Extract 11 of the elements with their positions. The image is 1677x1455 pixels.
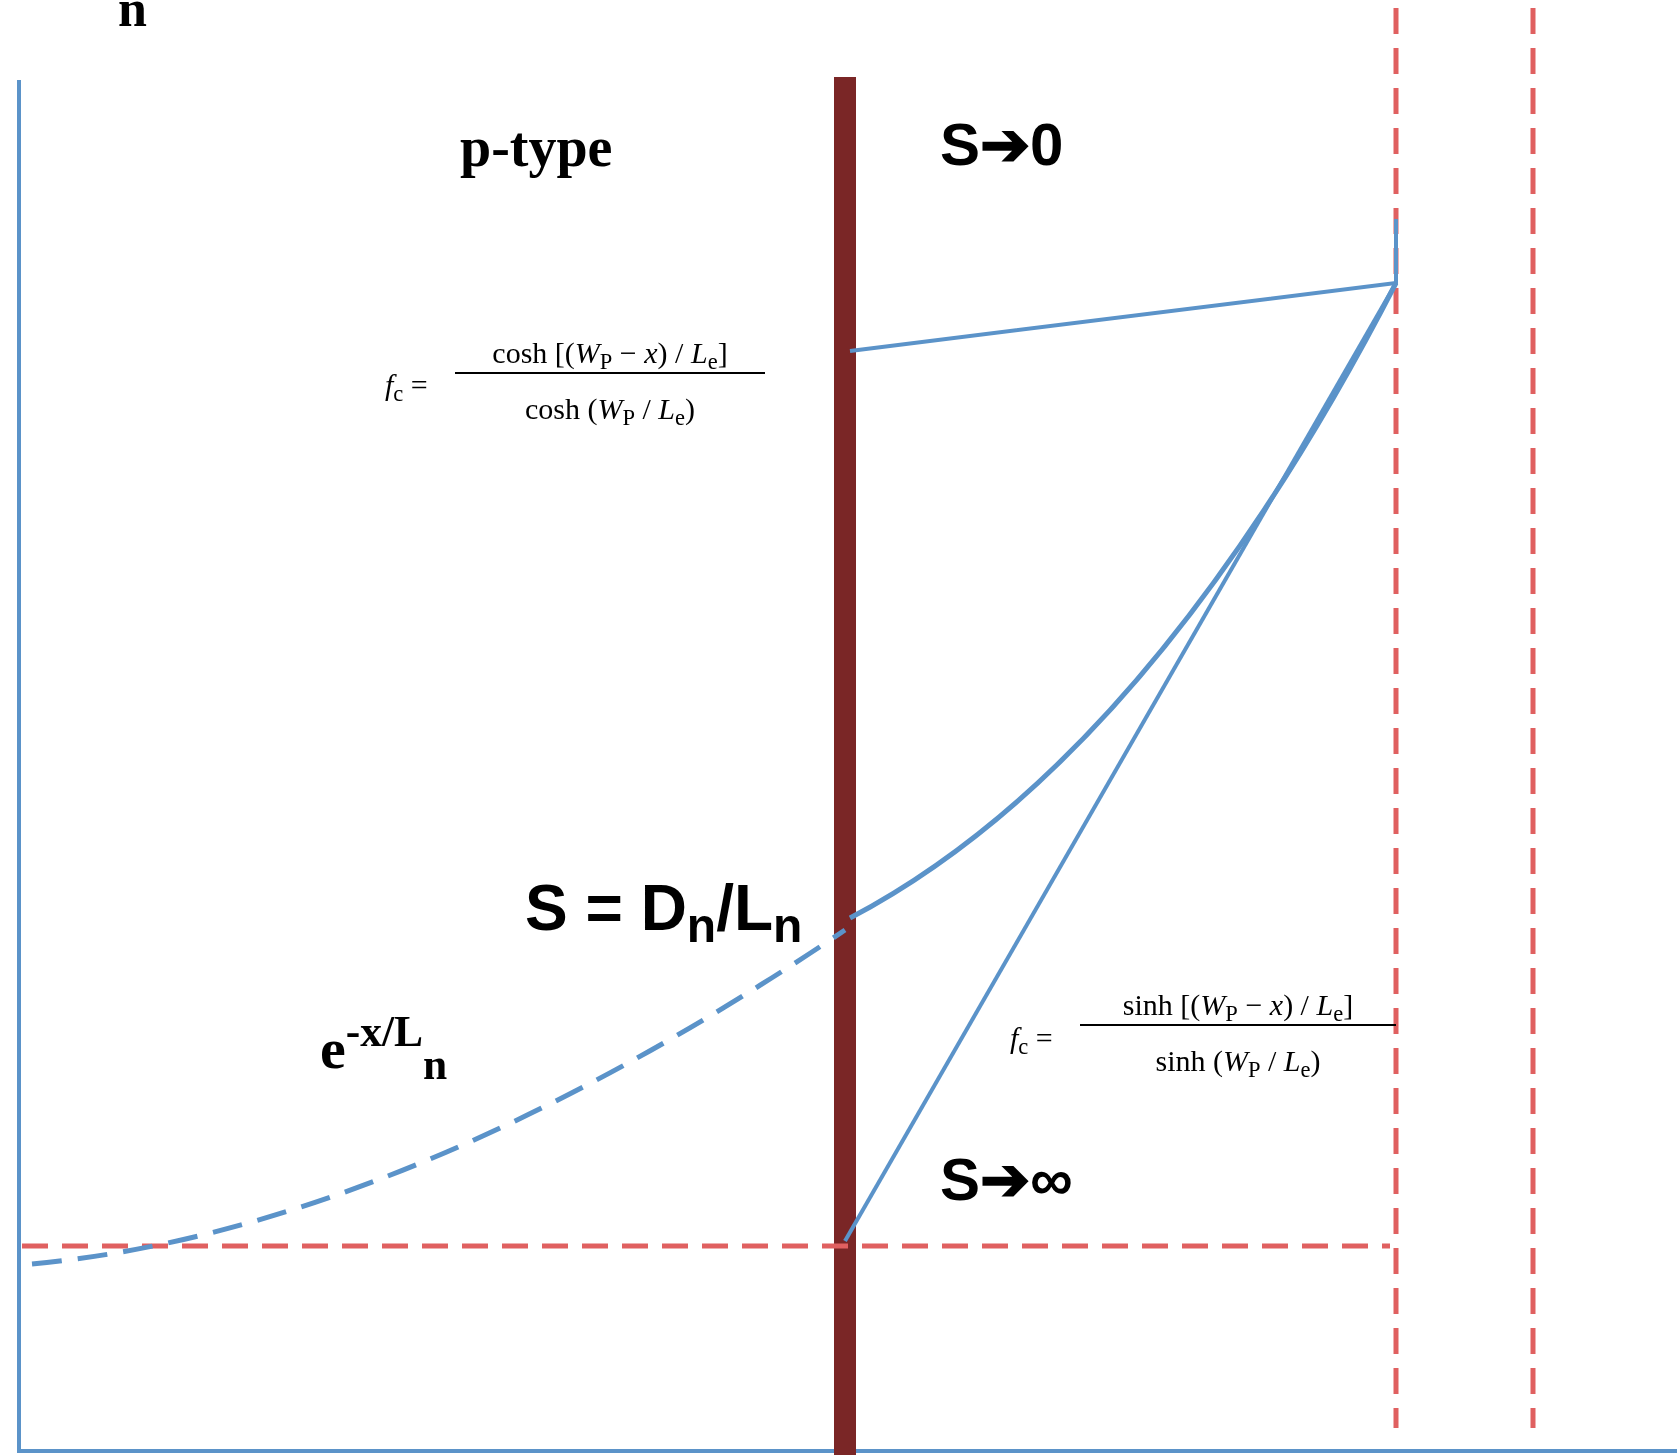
condition-label: S➔0	[940, 110, 1064, 180]
formula-numerator: sinh [(W$_{P}$ − x) / L$_{e}$]	[1080, 986, 1396, 1026]
formula-denominator: sinh (W$_{P}$ / L$_{e}$)	[1154, 1043, 1322, 1080]
condition-label: S➔∞	[940, 1145, 1073, 1215]
formula-denominator: cosh (W$_{P}$ / L$_{e}$)	[524, 391, 696, 428]
region-label: p-type	[460, 115, 613, 180]
formula-text: f$_{c}$ =	[385, 367, 428, 407]
condition-label: S = D$_{n}$/L$_{n}$	[525, 871, 803, 954]
formula-numerator: cosh [(W$_{P}$ − x) / L$_{e}$]	[455, 334, 765, 374]
axis-label: n	[118, 0, 147, 39]
formula-text: f$_{c}$ =	[1010, 1020, 1053, 1060]
